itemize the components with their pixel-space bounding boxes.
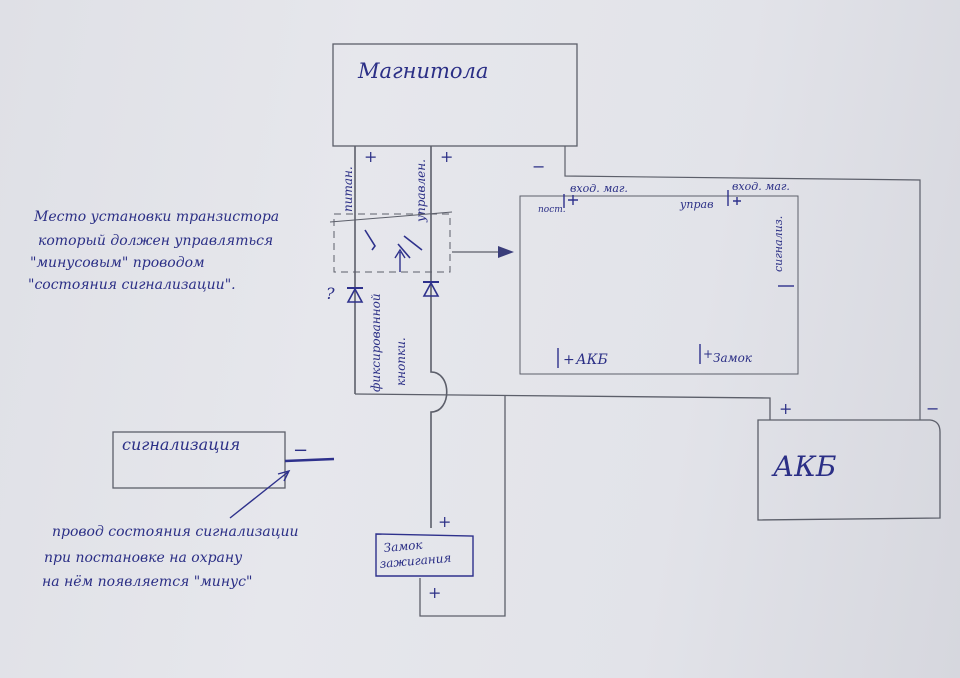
diode-left bbox=[346, 287, 364, 303]
battery-label: АКБ bbox=[771, 450, 836, 483]
power-wire-label: питан. bbox=[341, 166, 355, 212]
question-mark: ? bbox=[326, 284, 335, 303]
diode-right bbox=[422, 281, 440, 297]
signal-arrow-head bbox=[498, 246, 514, 258]
transistor-note-line-2: который должен управляться bbox=[38, 233, 273, 249]
fixed-button-label-1: фиксированной bbox=[369, 293, 383, 392]
battery-plus-sign: + bbox=[779, 399, 792, 418]
radio-minus-sign: − bbox=[532, 157, 545, 176]
battery-minus-sign: − bbox=[926, 399, 939, 418]
battery-block bbox=[757, 419, 941, 521]
pin-akb-label: АКБ bbox=[575, 352, 608, 368]
pin-signalizatsia-label: сигнализ. bbox=[772, 216, 785, 272]
control-wire bbox=[430, 146, 448, 528]
switch-contacts bbox=[364, 229, 423, 259]
alarm-state-wire bbox=[284, 457, 335, 463]
transistor-area bbox=[333, 213, 451, 273]
ignition-bottom-plus: + bbox=[428, 583, 441, 602]
pin-vhod-mag-1-label: вход. маг. bbox=[570, 182, 628, 195]
pin-post-label: пост. bbox=[538, 205, 566, 215]
transistor-note: Место установки транзистора который долж… bbox=[28, 209, 279, 293]
control-wire-label: управлен. bbox=[414, 159, 428, 223]
ignition-top-plus: + bbox=[438, 512, 451, 531]
control-plus-sign: + bbox=[440, 147, 453, 166]
transistor-note-line-3: "минусовым" проводом bbox=[30, 255, 205, 271]
pin-upr-label: управ bbox=[679, 198, 713, 211]
ignition-lock-label-2: зажигания bbox=[379, 551, 452, 571]
radio-block-label: Магнитола bbox=[357, 59, 488, 83]
pin-zamok-label: Замок bbox=[713, 351, 753, 365]
wire-note: провод состояния сигнализации при постан… bbox=[42, 524, 299, 590]
wire-note-line-1: провод состояния сигнализации bbox=[52, 524, 299, 540]
pin-vhod-mag-2-label: вход. маг. bbox=[732, 180, 790, 193]
alarm-minus-sign: − bbox=[293, 440, 308, 461]
note-leader-line bbox=[329, 211, 453, 223]
ignition-lock-block bbox=[375, 533, 474, 577]
ignition-return-wire bbox=[419, 396, 506, 617]
wire-note-line-2: при постановке на охрану bbox=[44, 550, 243, 566]
alarm-block-label: сигнализация bbox=[122, 435, 240, 454]
transistor-note-line-1: Место установки транзистора bbox=[33, 209, 279, 225]
ground-wire bbox=[564, 146, 921, 420]
pin-zamok-plus: + bbox=[703, 347, 713, 361]
control-arrow bbox=[394, 248, 406, 272]
transistor-note-line-4: "состояния сигнализации". bbox=[28, 277, 236, 293]
pin-akb-plus: + bbox=[563, 352, 575, 368]
wire-note-line-3: на нём появляется "минус" bbox=[42, 574, 252, 590]
power-plus-sign: + bbox=[364, 147, 377, 166]
radio-connector bbox=[519, 195, 799, 375]
battery-plus-wire bbox=[354, 393, 771, 420]
radio-block bbox=[332, 43, 578, 147]
fixed-button-label-2: кнопки. bbox=[394, 337, 408, 386]
ignition-lock-label-1: Замок bbox=[383, 538, 424, 555]
note-pointer-arrow bbox=[229, 469, 291, 519]
